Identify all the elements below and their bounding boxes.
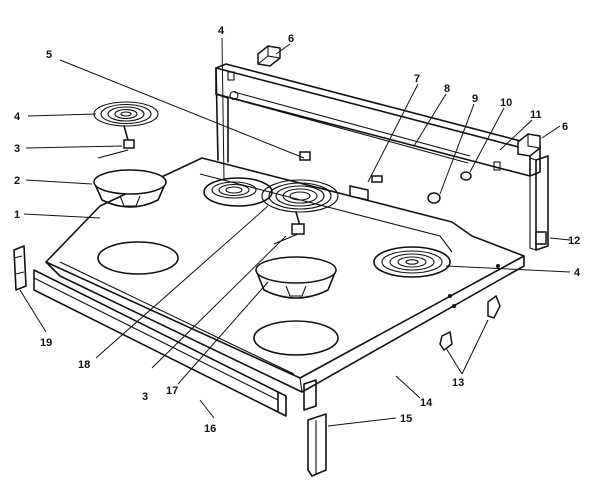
- callout-8: 8: [444, 83, 450, 95]
- connector: [299, 151, 311, 161]
- front-trim: [33, 269, 287, 417]
- mounting-clips: [439, 294, 501, 352]
- surface-element-right: [381, 250, 443, 274]
- callout-4-right: 4: [574, 267, 581, 279]
- leg-bracket-front: [303, 379, 327, 477]
- main-top: [45, 157, 525, 393]
- callout-6-top: 6: [288, 33, 294, 45]
- callout-4-left: 4: [14, 111, 21, 123]
- callout-14: 14: [420, 397, 433, 409]
- leader-lines: [19, 37, 571, 427]
- surface-element-center: [211, 181, 257, 199]
- callout-2: 2: [14, 175, 20, 187]
- surface-element-front: [261, 179, 339, 245]
- callout-17: 17: [166, 385, 178, 397]
- callout-4-center: 4: [218, 25, 225, 37]
- callout-12: 12: [568, 235, 580, 247]
- callout-19: 19: [40, 337, 52, 349]
- callout-7: 7: [414, 73, 420, 85]
- backguard-panel: [215, 63, 541, 177]
- lamp-socket: [427, 171, 472, 204]
- callout-11: 11: [530, 109, 542, 121]
- callout-3-lower: 3: [142, 391, 148, 403]
- callout-5: 5: [46, 49, 52, 61]
- clip-right: [517, 133, 541, 157]
- callout-3-upper: 3: [14, 143, 20, 155]
- callout-16: 16: [204, 423, 216, 435]
- callout-13: 13: [452, 377, 464, 389]
- callout-6-right: 6: [562, 121, 568, 133]
- callout-18: 18: [78, 359, 90, 371]
- terminal-block: [349, 175, 383, 201]
- side-bracket-left: [13, 245, 27, 291]
- callout-1: 1: [14, 209, 20, 221]
- callout-15: 15: [400, 413, 412, 425]
- drip-pan-front: [255, 256, 337, 299]
- side-bracket-right: [529, 155, 549, 251]
- callout-9: 9: [472, 93, 478, 105]
- surface-element-left: [93, 101, 159, 159]
- drip-pan-left: [93, 169, 167, 208]
- callout-labels: 1 2 3 3 4 4 4 5 6 6 7 8 9 10 11 12 13 14…: [14, 25, 581, 435]
- callout-10: 10: [500, 97, 512, 109]
- clip-top: [257, 45, 281, 67]
